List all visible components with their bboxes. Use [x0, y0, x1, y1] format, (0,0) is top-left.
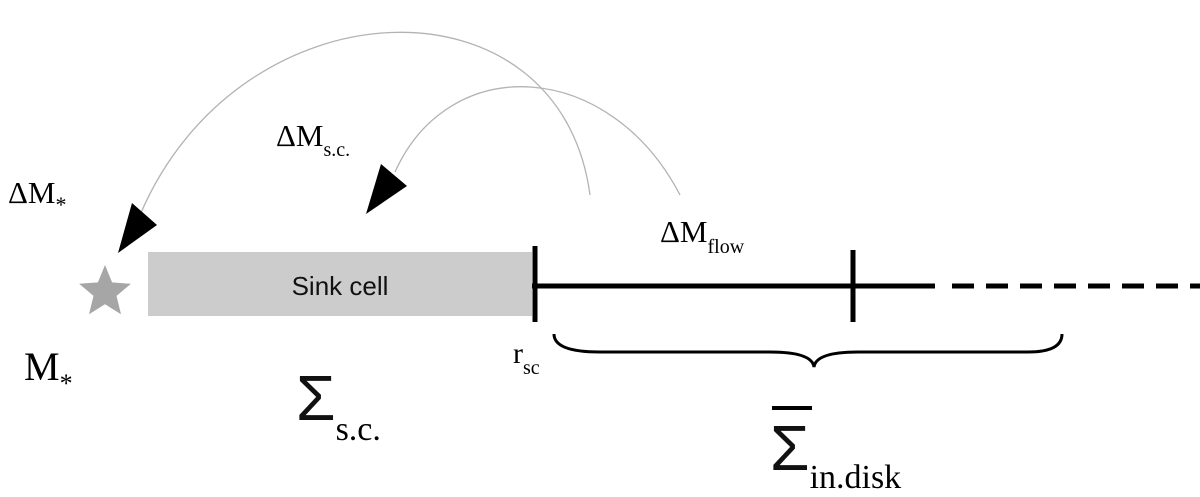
- sigma-inner-disk-label: Σin.disk: [770, 412, 901, 496]
- delta-m-flow-label: ΔMflow: [660, 214, 745, 258]
- arrow-to-star-curve: [139, 31, 591, 216]
- sink-cell-box: [148, 252, 532, 316]
- arrow-to-sink-cell-curve: [394, 86, 681, 196]
- sigma-sink-cell-label: Σs.c.: [296, 362, 381, 448]
- sink-cell-label: Sink cell: [292, 271, 389, 301]
- arrow-to-star-head-icon: [118, 203, 157, 253]
- sink-cell-radius-label: rsc: [513, 337, 540, 379]
- star-icon: [79, 265, 131, 315]
- stellar-mass-label: M*: [24, 344, 73, 398]
- inner-disk-brace: [552, 333, 1064, 368]
- arrow-to-sink-cell-head-icon: [366, 164, 407, 214]
- delta-m-star-label: ΔM*: [8, 175, 67, 217]
- delta-m-sink-cell-label: ΔMs.c.: [276, 118, 350, 161]
